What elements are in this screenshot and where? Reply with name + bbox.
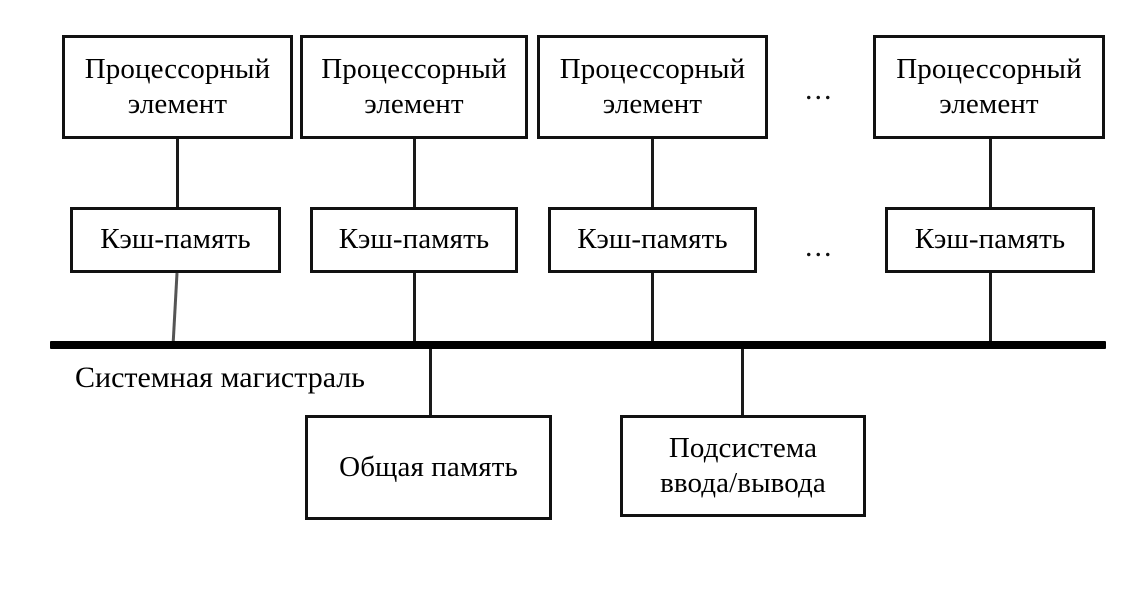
connector-pe1-to-cache1 bbox=[176, 139, 179, 209]
processor-row-ellipsis: ... bbox=[805, 73, 834, 106]
cache-row-ellipsis: ... bbox=[805, 230, 834, 263]
processor-element-label-line2: элемент bbox=[602, 88, 703, 120]
io-subsystem-label-line1: Подсистема bbox=[668, 431, 818, 464]
connector-pe2-to-cache2 bbox=[413, 139, 416, 209]
processor-element-label-line1: Процессорный bbox=[84, 52, 271, 85]
cache-memory-label: Кэш-память bbox=[577, 223, 728, 256]
processor-element-label-line2: элемент bbox=[127, 88, 228, 120]
processor-element-box-2: Процессорный элемент bbox=[300, 35, 528, 139]
cache-memory-label: Кэш-память bbox=[914, 223, 1066, 256]
system-bus-line bbox=[50, 341, 1106, 349]
connector-pe3-to-cache3 bbox=[651, 139, 654, 209]
cache-memory-box-4: Кэш-память bbox=[885, 207, 1095, 273]
processor-element-label-line2: элемент bbox=[364, 88, 464, 120]
io-subsystem-box: Подсистема ввода/вывода bbox=[620, 415, 866, 517]
cache-memory-label: Кэш-память bbox=[338, 223, 490, 256]
connector-cache4-to-bus bbox=[989, 273, 992, 346]
processor-element-label-line1: Процессорный bbox=[896, 52, 1082, 85]
cache-memory-box-1: Кэш-память bbox=[70, 207, 281, 273]
processor-element-box-3: Процессорный элемент bbox=[537, 35, 768, 139]
processor-element-label-line1: Процессорный bbox=[559, 52, 746, 85]
processor-element-box-1: Процессорный элемент bbox=[62, 35, 293, 139]
cache-memory-box-3: Кэш-память bbox=[548, 207, 757, 273]
connector-bus-to-io-subsystem bbox=[741, 346, 744, 416]
cache-memory-box-2: Кэш-память bbox=[310, 207, 518, 273]
connector-bus-to-shared-memory bbox=[429, 346, 432, 416]
processor-element-label-line2: элемент bbox=[939, 88, 1039, 120]
cache-memory-label: Кэш-память bbox=[100, 223, 251, 256]
io-subsystem-label-line2: ввода/вывода bbox=[660, 467, 826, 499]
processor-element-label-line1: Процессорный bbox=[321, 52, 507, 85]
connector-cache2-to-bus bbox=[413, 273, 416, 346]
system-bus-label: Системная магистраль bbox=[75, 361, 365, 394]
connector-cache3-to-bus bbox=[651, 273, 654, 346]
processor-element-box-4: Процессорный элемент bbox=[873, 35, 1105, 139]
shared-memory-box: Общая память bbox=[305, 415, 552, 520]
connector-pe4-to-cache4 bbox=[989, 139, 992, 209]
connector-cache1-to-bus bbox=[168, 273, 182, 346]
shared-memory-label: Общая память bbox=[339, 450, 518, 483]
